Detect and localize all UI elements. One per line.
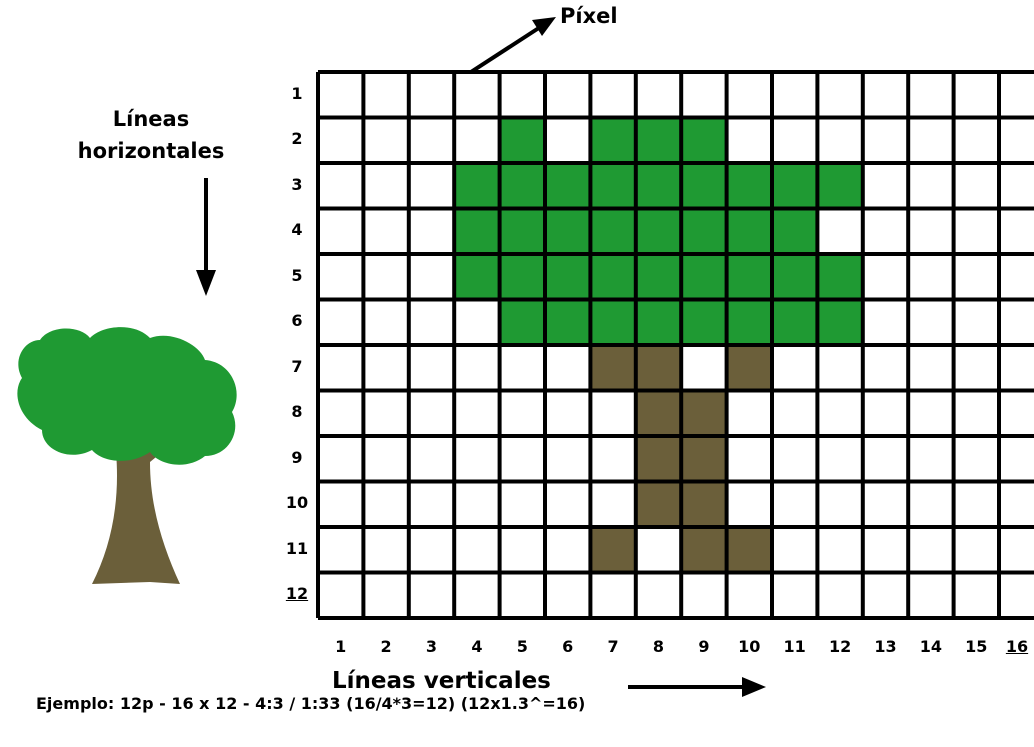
pixel-cell-green (500, 163, 545, 209)
pixel-cell-green (590, 254, 635, 300)
pixel-cell-brown (636, 436, 681, 482)
pixel-cell-brown (727, 345, 772, 391)
pixel-cell-green (590, 118, 635, 164)
pixel-cell-green (500, 300, 545, 346)
pixel-cell-green (681, 163, 726, 209)
pixel-cell-green (545, 254, 590, 300)
row-number: 9 (282, 448, 312, 467)
column-number: 9 (687, 637, 721, 656)
tree-foliage (17, 327, 236, 465)
pixel-pointer-arrowhead (532, 17, 556, 36)
pixel-cell-green (817, 300, 862, 346)
pixel-cell-green (817, 163, 862, 209)
pixel-cell-green (681, 300, 726, 346)
row-number: 1 (282, 84, 312, 103)
column-number: 10 (732, 637, 766, 656)
column-number: 1 (324, 637, 358, 656)
row-number: 6 (282, 311, 312, 330)
row-number: 3 (282, 175, 312, 194)
row-number: 8 (282, 402, 312, 421)
pixel-cell-brown (681, 391, 726, 437)
column-number: 7 (596, 637, 630, 656)
pixel-cell-green (636, 254, 681, 300)
row-number: 5 (282, 266, 312, 285)
row-number: 11 (282, 539, 312, 558)
column-number: 15 (959, 637, 993, 656)
horizontal-lines-label: Líneas horizontales (58, 103, 244, 167)
horizontal-lines-arrowhead (196, 270, 216, 296)
pixel-cell-green (500, 254, 545, 300)
pixel-cell-green (681, 118, 726, 164)
column-number: 6 (551, 637, 585, 656)
pixel-cell-green (681, 209, 726, 255)
pixel-cell-brown (681, 436, 726, 482)
tree-icon (17, 327, 236, 584)
row-number: 4 (282, 220, 312, 239)
pixel-cell-green (454, 209, 499, 255)
row-number: 2 (282, 129, 312, 148)
pixel-cell-green (636, 300, 681, 346)
pixel-cell-green (590, 209, 635, 255)
pixel-cell-green (545, 209, 590, 255)
pixel-cell-brown (636, 345, 681, 391)
column-number: 14 (914, 637, 948, 656)
pixel-cell-green (454, 254, 499, 300)
pixel-cell-green (727, 254, 772, 300)
pixel-cell-green (681, 254, 726, 300)
column-number: 2 (369, 637, 403, 656)
vertical-lines-arrowhead (742, 677, 766, 697)
pixel-cell-green (454, 163, 499, 209)
column-number: 3 (415, 637, 449, 656)
pixel-cell-green (636, 209, 681, 255)
vertical-lines-label: Líneas verticales (332, 668, 551, 694)
pixel-cell-green (500, 118, 545, 164)
column-number: 5 (505, 637, 539, 656)
pixel-cell-green (500, 209, 545, 255)
pixel-cell-green (772, 254, 817, 300)
column-number: 11 (778, 637, 812, 656)
pixel-cell-green (772, 163, 817, 209)
pixel-cell-green (727, 163, 772, 209)
pixel-cell-green (636, 163, 681, 209)
row-number: 10 (282, 493, 312, 512)
pixel-label: Píxel (560, 4, 618, 28)
pixel-cell-green (636, 118, 681, 164)
pixel-cell-green (817, 254, 862, 300)
column-number: 16 (1000, 637, 1034, 656)
pixel-cell-green (590, 300, 635, 346)
column-number: 12 (823, 637, 857, 656)
pixel-cell-green (772, 209, 817, 255)
pixel-cell-green (727, 300, 772, 346)
pixel-cell-brown (681, 527, 726, 573)
column-number: 4 (460, 637, 494, 656)
column-number: 8 (642, 637, 676, 656)
row-number: 7 (282, 357, 312, 376)
pixel-cell-green (772, 300, 817, 346)
pixel-cell-brown (681, 482, 726, 528)
example-caption: Ejemplo: 12p - 16 x 12 - 4:3 / 1:33 (16/… (36, 694, 585, 713)
pixel-cell-green (590, 163, 635, 209)
pixel-cell-green (727, 209, 772, 255)
pixel-cell-brown (636, 391, 681, 437)
pixel-cell-brown (590, 345, 635, 391)
pixel-cell-brown (727, 527, 772, 573)
pixel-cell-brown (636, 482, 681, 528)
pixel-cell-green (545, 300, 590, 346)
pixel-cell-brown (590, 527, 635, 573)
pixel-cell-green (545, 163, 590, 209)
column-number: 13 (869, 637, 903, 656)
row-number: 12 (282, 584, 312, 603)
